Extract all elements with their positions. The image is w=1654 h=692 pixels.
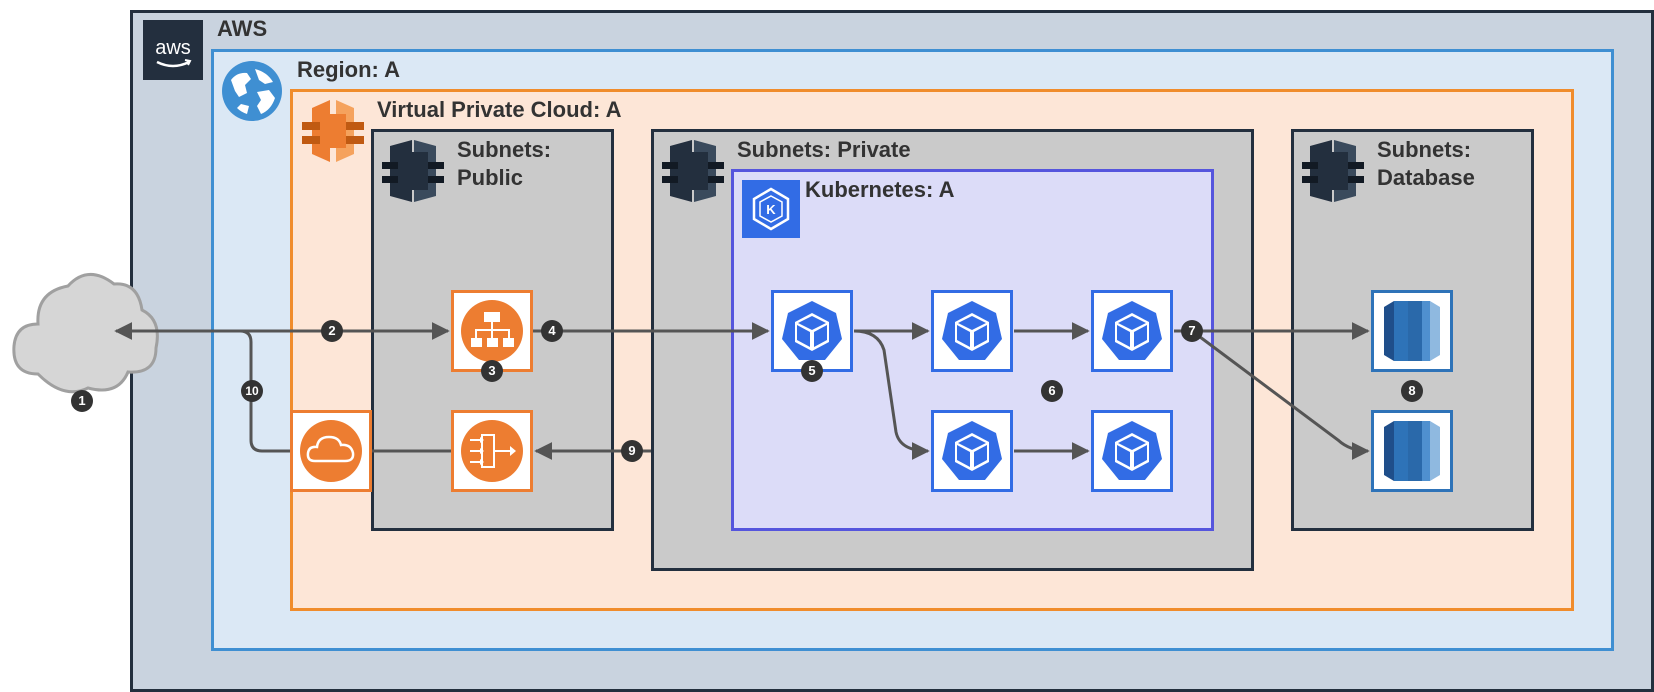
step-badge-7: 7: [1181, 320, 1203, 342]
step-badge-10: 10: [241, 380, 263, 402]
aws-logo-text: aws: [155, 37, 191, 59]
kubernetes-pod-icon: [942, 301, 1002, 360]
step-badge-1: 1: [71, 390, 93, 412]
kubernetes-pod-icon: [782, 301, 842, 360]
aws-label: AWS: [217, 16, 268, 41]
region-label: Region: A: [297, 57, 401, 82]
subnet-icon: [382, 140, 444, 202]
subnet-database-label: Subnets: Database: [1377, 137, 1475, 190]
subnet-icon: [662, 140, 724, 202]
nat-gateway-icon: [461, 420, 523, 482]
step-badge-5: 5: [801, 360, 823, 382]
vpc-icon: [302, 100, 364, 162]
kubernetes-pod-node[interactable]: [1091, 290, 1173, 372]
load-balancer-node[interactable]: [451, 290, 533, 372]
step-badge-4: 4: [541, 320, 563, 342]
subnet-private-label: Subnets: Private: [737, 137, 911, 162]
globe-icon: [221, 60, 283, 122]
arrow-pod-to-database-replica: [1191, 329, 1370, 460]
arrow-pod-to-pod-branch: [853, 329, 930, 460]
kubernetes-label: Kubernetes: A: [805, 177, 955, 202]
rds-database-icon: [1384, 301, 1440, 361]
aws-logo-icon: aws: [143, 20, 203, 80]
kubernetes-pod-icon: [1102, 301, 1162, 360]
kubernetes-pod-node[interactable]: [771, 290, 853, 372]
step-badge-2: 2: [321, 320, 343, 342]
subnet-public-label: Subnets: Public: [457, 137, 552, 190]
vpc-label: Virtual Private Cloud: A: [377, 97, 622, 122]
nat-gateway-node[interactable]: [451, 410, 533, 492]
kubernetes-pod-node[interactable]: [931, 290, 1013, 372]
kubernetes-pod-node[interactable]: [931, 410, 1013, 492]
internet-gateway-icon: [300, 420, 362, 482]
subnet-icon: [1302, 140, 1364, 202]
kubernetes-icon-letter: K: [766, 202, 776, 217]
rds-database-node[interactable]: [1371, 410, 1453, 492]
kubernetes-icon: K: [742, 180, 800, 238]
load-balancer-icon: [461, 300, 523, 362]
rds-database-icon: [1384, 421, 1440, 481]
line-internet-gateway-to-internet: [180, 329, 290, 453]
cloud-icon: [8, 262, 160, 406]
rds-database-node[interactable]: [1371, 290, 1453, 372]
step-badge-9: 9: [621, 440, 643, 462]
step-badge-8: 8: [1401, 380, 1423, 402]
kubernetes-pod-icon: [1102, 421, 1162, 480]
step-badge-3: 3: [481, 360, 503, 382]
kubernetes-pod-icon: [942, 421, 1002, 480]
internet-gateway-node[interactable]: [290, 410, 372, 492]
kubernetes-pod-node[interactable]: [1091, 410, 1173, 492]
step-badge-6: 6: [1041, 380, 1063, 402]
